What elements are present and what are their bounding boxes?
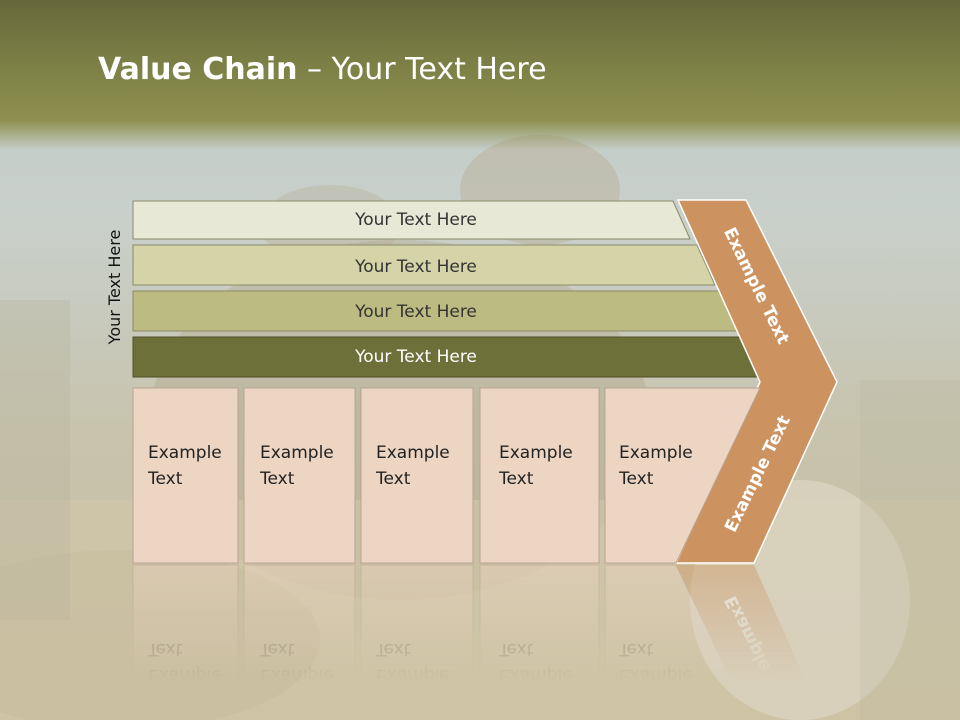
column-5-line1: Example [619, 443, 693, 463]
reflection-text: Text [375, 639, 411, 659]
reflection-text: Text [259, 639, 295, 659]
reflection-text: Text [618, 639, 654, 659]
title-rest: – Your Text Here [297, 52, 547, 87]
reflection-text: Example [499, 665, 573, 685]
reflection-labels: Example Text Example Text Example Text E… [147, 639, 693, 685]
row-label-3: Your Text Here [354, 302, 477, 322]
reflection-content: Example Text Example Text Example Text E… [132, 564, 824, 720]
reflection-column [360, 564, 474, 720]
column-1-line1: Example [148, 443, 222, 463]
reflection-column [132, 564, 239, 720]
column-1-line2: Text [147, 469, 183, 489]
column-box-5 [604, 387, 761, 564]
column-box-2 [243, 387, 356, 564]
column-3-line2: Text [375, 469, 411, 489]
column-box-3 [360, 387, 474, 564]
reflection-column [243, 564, 356, 720]
reflection-text: Example [376, 665, 450, 685]
slide-title: Value Chain – Your Text Here [98, 52, 547, 87]
reflection: Example Text Example Text Example Text E… [132, 564, 824, 720]
column-box-1 [132, 387, 239, 564]
row-label-4: Your Text Here [354, 347, 477, 367]
title-bar [0, 0, 960, 150]
column-4-line2: Text [498, 469, 534, 489]
row-bar-1 [132, 200, 691, 240]
reflection-chevron [676, 565, 824, 720]
reflection-text: Text [498, 639, 534, 659]
column-2-line2: Text [259, 469, 295, 489]
column-3-line1: Example [376, 443, 450, 463]
row-bar-2 [132, 244, 716, 286]
reflection-column [479, 564, 600, 720]
chevron-arrow [674, 199, 838, 564]
column-2-line1: Example [260, 443, 334, 463]
column-4-line1: Example [499, 443, 573, 463]
reflection-text: Example [148, 665, 222, 685]
title-bold: Value Chain [98, 52, 298, 87]
reflection-text: Example [260, 665, 334, 685]
row-label-1: Your Text Here [354, 210, 477, 230]
reflection-text: Example [619, 665, 693, 685]
reflection-text: Text [147, 639, 183, 659]
column-5-line2: Text [618, 469, 654, 489]
column-box-4 [479, 387, 600, 564]
row-label-2: Your Text Here [354, 257, 477, 277]
